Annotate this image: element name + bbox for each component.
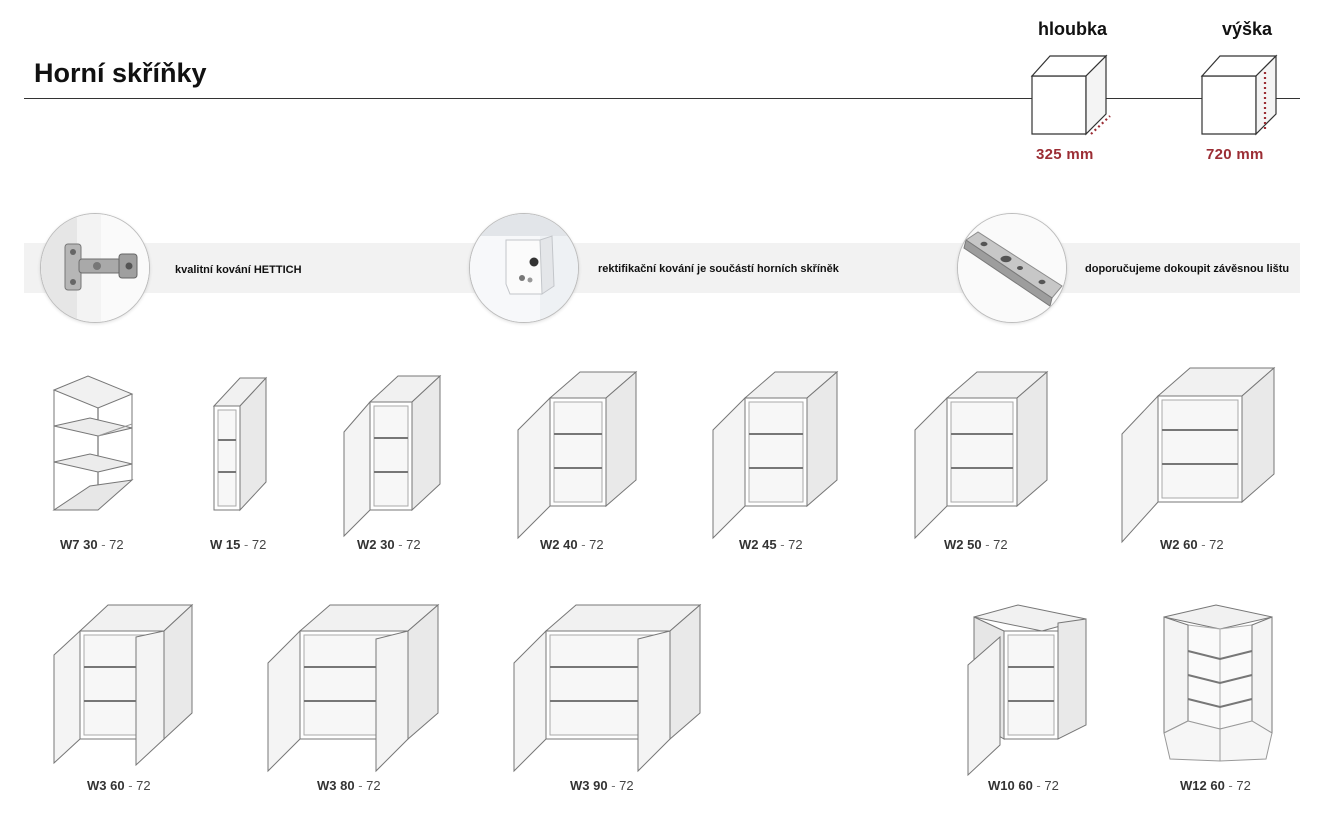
depth-value: 325 mm — [1036, 146, 1094, 163]
feature-band — [24, 243, 1300, 293]
cabinet-label: W12 60 - 72 — [1180, 778, 1251, 793]
cabinet-w2-30-drawing — [340, 372, 444, 540]
cabinet-label: W 15 - 72 — [210, 537, 267, 552]
cabinet-w3-60-drawing — [50, 603, 196, 769]
depth-label: hloubka — [1038, 19, 1108, 39]
title-divider — [24, 98, 1300, 99]
cabinet-label: W2 30 - 72 — [357, 537, 421, 552]
mounting-rail-icon — [957, 213, 1067, 323]
cabinet-label: W3 90 - 72 — [570, 778, 634, 793]
cabinet-w2-40-drawing — [514, 368, 640, 540]
cabinet-label: W10 60 - 72 — [988, 778, 1059, 793]
cabinet-w15-drawing — [210, 374, 272, 514]
height-value: 720 mm — [1206, 146, 1264, 163]
cabinet-w10-60-drawing — [964, 603, 1090, 779]
height-cube-icon — [1198, 52, 1288, 147]
cabinet-label: W2 45 - 72 — [739, 537, 803, 552]
cabinet-w2-50-drawing — [911, 368, 1051, 540]
cabinet-label: W2 50 - 72 — [944, 537, 1008, 552]
cabinet-label: W2 60 - 72 — [1160, 537, 1224, 552]
cabinet-w2-60-drawing — [1118, 366, 1278, 544]
feature-text-mounting-rail: doporučujeme dokoupit závěsnou lištu — [1085, 263, 1290, 275]
adjustable-hanger-icon — [469, 213, 579, 323]
cabinet-w12-60-drawing — [1160, 603, 1278, 765]
cabinet-label: W3 80 - 72 — [317, 778, 381, 793]
cabinet-label: W7 30 - 72 — [60, 537, 124, 552]
cabinet-w3-90-drawing — [510, 603, 704, 773]
cabinet-label: W2 40 - 72 — [540, 537, 604, 552]
cabinet-w2-45-drawing — [709, 368, 841, 540]
page-title: Horní skříňky — [34, 58, 207, 88]
height-label: výška — [1222, 19, 1273, 39]
cabinet-w3-80-drawing — [264, 603, 444, 773]
hinge-icon — [40, 213, 150, 323]
feature-text-hettich: kvalitní kování HETTICH — [175, 264, 302, 276]
depth-cube-icon — [1028, 52, 1118, 147]
feature-text-rectification: rektifikační kování je součástí horních … — [598, 263, 839, 275]
cabinet-w7-30-drawing — [48, 368, 140, 516]
cabinet-label: W3 60 - 72 — [87, 778, 151, 793]
